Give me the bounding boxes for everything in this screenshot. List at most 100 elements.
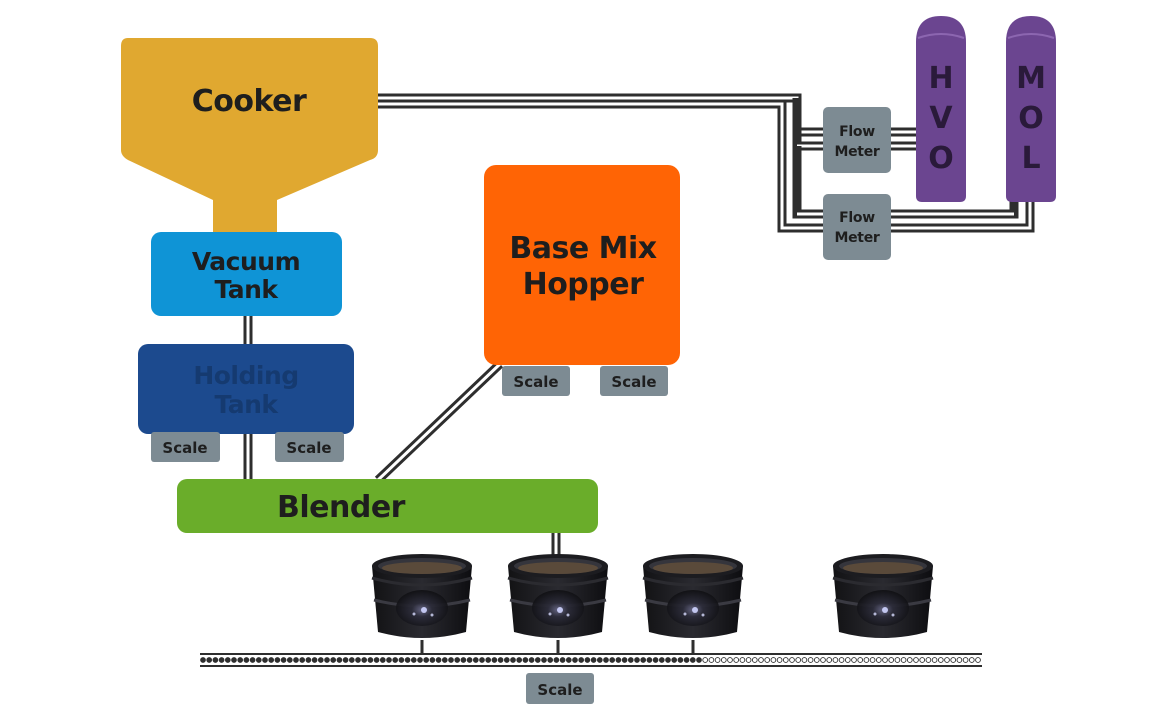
blender-label: Blender [277,490,406,525]
conveyor-roller [596,657,603,663]
conveyor-roller [578,657,585,663]
hvo-tank: H V O [916,16,966,202]
conveyor-roller [553,657,560,663]
scale-hopper-right-label: Scale [611,373,656,391]
scale-holding-left: Scale [151,432,220,462]
conveyor-roller [739,657,746,663]
pipe-hopper-to-blender [374,360,504,484]
conveyor-roller [869,657,876,663]
conveyor-roller [373,657,380,663]
conveyor-roller [801,657,808,663]
conveyor-roller [832,657,839,663]
conveyor-roller [299,657,306,663]
hvo-tank-letter-2: V [929,101,953,136]
conveyor-roller [503,657,510,663]
conveyor-roller [460,657,467,663]
conveyor-roller [590,657,597,663]
conveyor-roller [857,657,864,663]
conveyor-roller [398,657,405,663]
conveyor-roller [714,657,721,663]
conveyor-roller [652,657,659,663]
conveyor-roller [875,657,882,663]
conveyor-roller [609,657,616,663]
conveyor [200,653,982,667]
conveyor-roller [689,657,696,663]
conveyor-roller [882,657,888,663]
conveyor-roller [317,657,324,663]
conveyor-roller [218,657,225,663]
conveyor-roller [355,657,361,663]
cooker-label: Cooker [192,84,307,119]
conveyor-roller [764,657,771,663]
conveyor-roller [286,657,293,663]
conveyor-roller [516,657,523,663]
conveyor-roller [826,657,833,663]
mol-tank-letter-3: L [1021,141,1040,176]
vacuum-tank-label-line1: Vacuum [192,247,300,276]
conveyor-roller [584,657,591,663]
conveyor-roller [534,657,541,663]
conveyor-roller [231,657,237,663]
conveyor-roller [485,657,492,663]
conveyor-roller [379,657,386,663]
holding-tank: Holding Tank [138,344,354,434]
conveyor-roller [702,657,709,663]
bucket-4 [831,552,935,640]
conveyor-roller [813,657,820,663]
conveyor-roller [441,657,448,663]
conveyor-roller [472,657,479,663]
bucket-stems [420,640,695,654]
conveyor-roller [621,657,628,663]
mol-tank: M O L [1006,16,1056,202]
vacuum-tank-body [151,232,342,316]
scale-conveyor: Scale [526,673,594,704]
scale-hopper-right: Scale [600,366,668,396]
conveyor-roller [547,657,554,663]
conveyor-roller [392,657,399,663]
conveyor-roller [677,657,684,663]
conveyor-roller [758,657,764,663]
conveyor-roller [900,657,907,663]
scale-conveyor-label: Scale [537,681,582,699]
conveyor-roller [466,657,473,663]
base-mix-hopper-label-line2: Hopper [523,267,645,302]
conveyor-roller [367,657,374,663]
conveyor-roller [305,657,312,663]
cooker: Cooker [121,38,378,232]
conveyor-roller [280,657,287,663]
conveyor-roller [789,657,795,663]
conveyor-roller [745,657,752,663]
bucket-2 [506,552,610,640]
conveyor-roller [913,657,919,663]
base-mix-hopper: Base Mix Hopper [484,165,680,365]
conveyor-roller [237,657,244,663]
scale-hopper-left-label: Scale [513,373,558,391]
conveyor-roller [565,657,572,663]
conveyor-roller [448,657,454,663]
conveyor-roller [863,657,870,663]
conveyor-roller [795,657,802,663]
conveyor-rollers [200,657,981,663]
holding-tank-label-line1: Holding [193,361,298,390]
conveyor-roller [572,657,578,663]
conveyor-roller [838,657,845,663]
conveyor-roller [200,657,206,663]
holding-tank-body [138,344,354,434]
pipe-cooker-to-mol [377,99,1035,233]
base-mix-hopper-body [484,165,680,365]
conveyor-roller [696,657,702,663]
conveyor-roller [671,657,678,663]
conveyor-roller [249,657,256,663]
conveyor-roller [423,657,430,663]
conveyor-roller [206,657,213,663]
blender-body [177,479,598,533]
conveyor-roller [528,657,535,663]
flow-meter-top-label-line1: Flow [839,124,875,140]
conveyor-roller [888,657,895,663]
conveyor-roller [510,657,516,663]
conveyor-roller [782,657,789,663]
scale-holding-right: Scale [275,432,344,462]
scale-holding-right-label: Scale [286,439,331,457]
conveyor-roller [361,657,368,663]
conveyor-roller [417,657,423,663]
